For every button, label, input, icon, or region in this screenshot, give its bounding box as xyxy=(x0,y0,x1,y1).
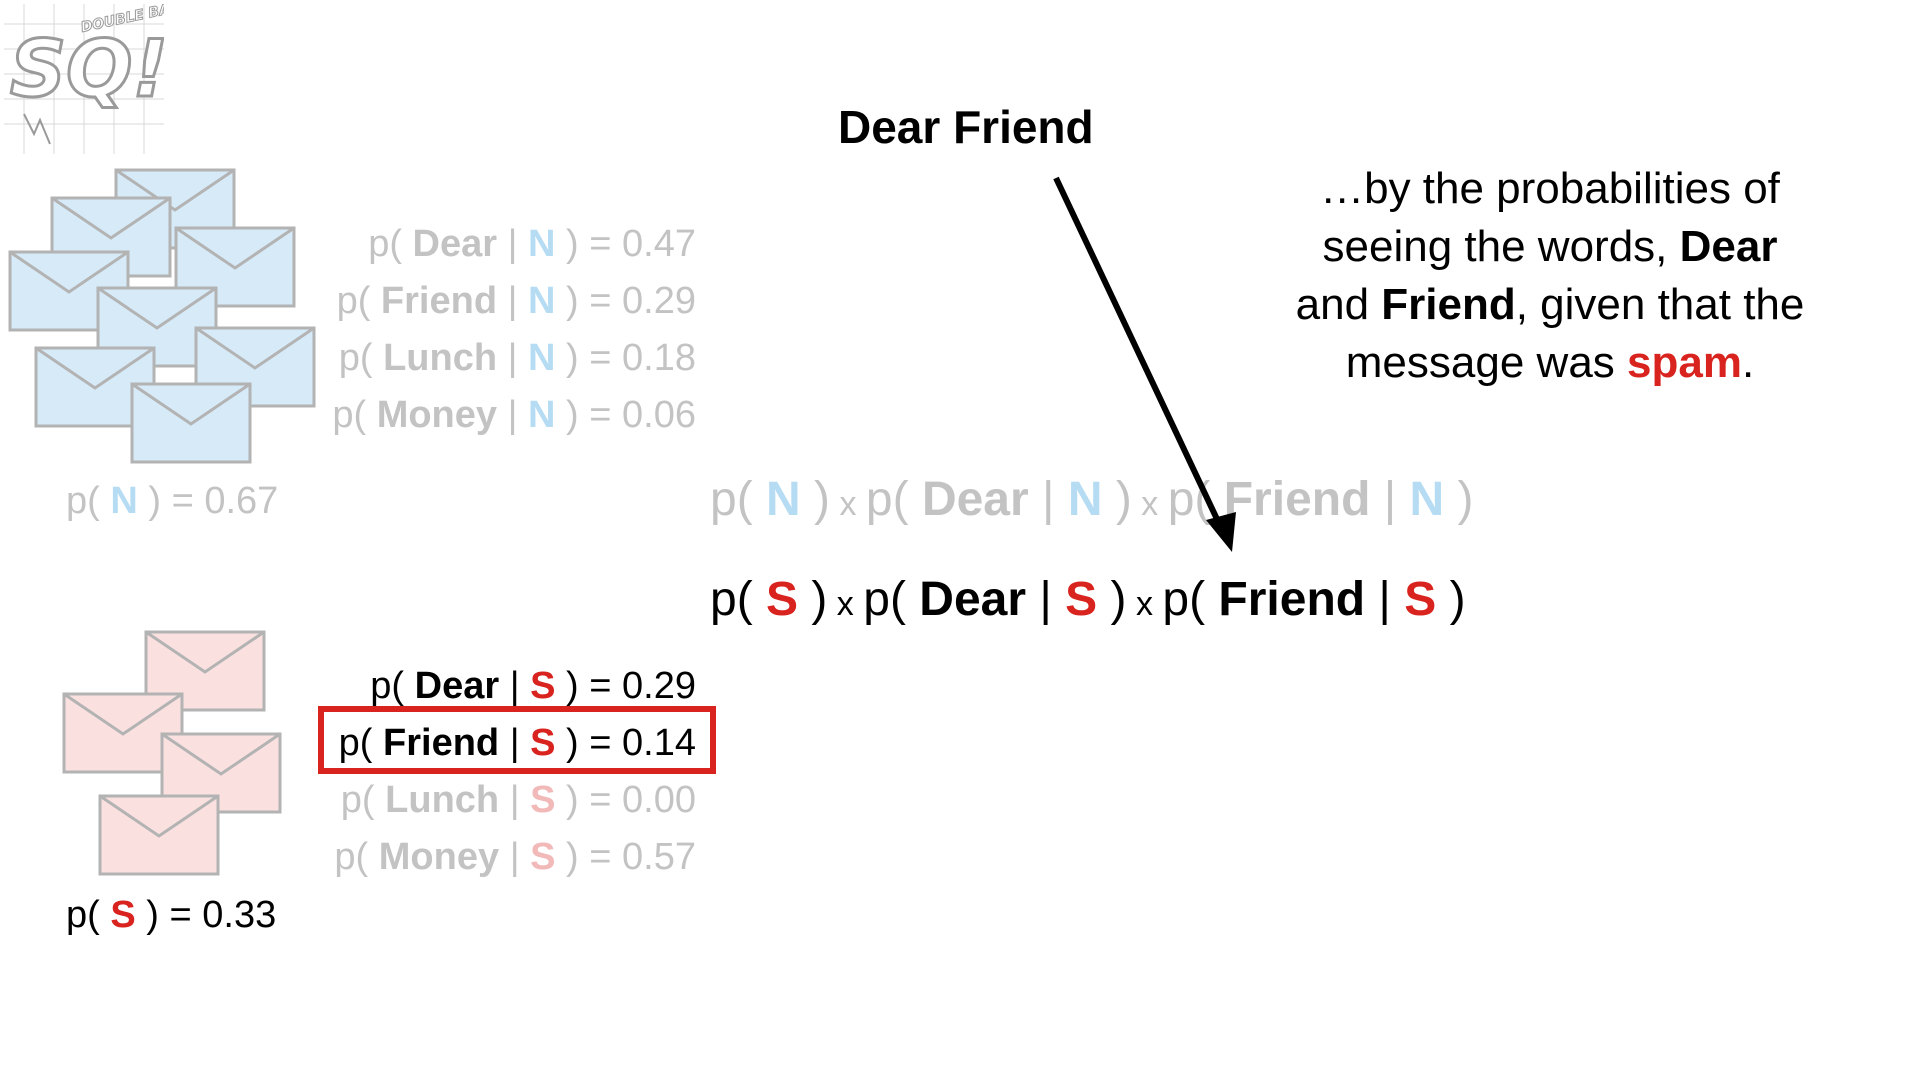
normal-envelopes-icon xyxy=(8,168,316,464)
normal-messages-group xyxy=(8,168,320,468)
arrow-down-icon xyxy=(1053,176,1236,552)
prob-lunch-given-s: p( Lunch | S ) = 0.00 xyxy=(340,779,696,821)
prior-normal: p( N ) = 0.67 xyxy=(66,480,279,522)
equation-spam: p( S ) x p( Dear | S ) x p( Friend | S ) xyxy=(710,573,1466,626)
equation-normal: p( N ) x p( Dear | N ) x p( Friend | N ) xyxy=(710,473,1474,526)
normal-word-probabilities: p( Dear | N ) = 0.47 p( Friend | N ) = 0… xyxy=(300,222,696,436)
prob-money-given-n: p( Money | N ) = 0.06 xyxy=(332,394,696,436)
spam-envelopes-icon xyxy=(62,630,282,876)
prior-spam: p( S ) = 0.33 xyxy=(66,894,277,936)
prob-dear-given-n: p( Dear | N ) = 0.47 xyxy=(368,223,696,265)
prob-friend-given-n: p( Friend | N ) = 0.29 xyxy=(336,280,696,322)
explanation-line-1: …by the probabilities of xyxy=(1320,164,1780,213)
message-title: Dear Friend xyxy=(838,101,1094,153)
explanation-line-4: message was spam. xyxy=(1345,338,1755,387)
prob-friend-given-s: p( Friend | S ) = 0.14 xyxy=(338,722,696,764)
logo-main-text: SQ! xyxy=(10,25,164,115)
logo-graphic: SQ! DOUBLE BAM!!! xyxy=(4,0,204,154)
explanation-text: …by the probabilities of seeing the word… xyxy=(1240,160,1860,392)
explanation-line-2: seeing the words, Dear xyxy=(1322,222,1778,271)
statquest-logo: SQ! DOUBLE BAM!!! xyxy=(4,0,204,154)
spam-messages-group xyxy=(60,630,290,880)
prob-lunch-given-n: p( Lunch | N ) = 0.18 xyxy=(338,337,696,379)
highlight-box xyxy=(318,706,716,774)
explanation-line-3: and Friend, given that the xyxy=(1295,280,1805,329)
spam-word-probabilities: p( Dear | S ) = 0.29 p( Friend | S ) = 0… xyxy=(300,664,696,894)
prob-dear-given-s: p( Dear | S ) = 0.29 xyxy=(370,665,696,707)
prob-money-given-s: p( Money | S ) = 0.57 xyxy=(334,836,696,878)
